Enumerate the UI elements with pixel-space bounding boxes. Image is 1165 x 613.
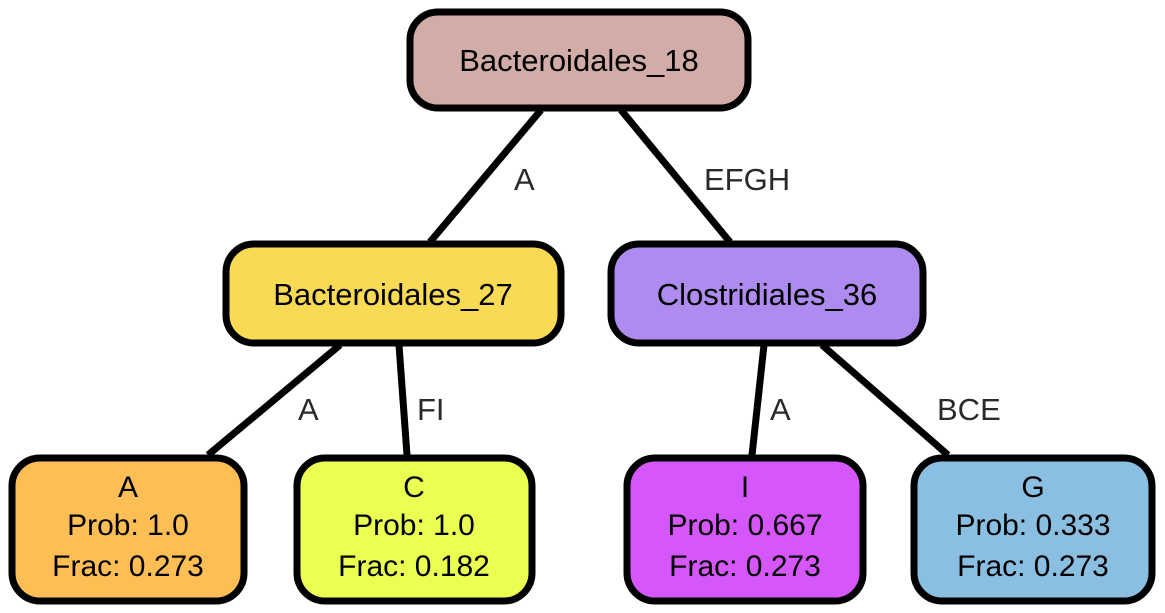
edge-label-bacteroidales-27-to-leaf-c: FI [417,392,445,427]
node-box [8,454,248,605]
edge-label-clostridiales-36-to-leaf-g: BCE [937,392,1001,427]
edges [205,107,951,458]
node-box [406,8,752,112]
leaf-frac: Frac: 0.273 [52,550,204,583]
leaf-frac: Frac: 0.273 [957,550,1109,583]
leaf-name: C [403,471,425,504]
leaf-prob: Prob: 0.333 [955,509,1110,542]
leaf-prob: Prob: 1.0 [67,509,189,542]
node-label: Clostridiales_36 [657,277,878,312]
edge-label-root-to-bacteroidales-27: A [514,162,535,197]
leaf-name: A [118,471,138,504]
leaf-frac: Frac: 0.273 [669,550,821,583]
node-bacteroidales-27[interactable]: Bacteroidales_27 [222,240,565,347]
leaf-prob: Prob: 0.667 [667,509,822,542]
edge-clostridiales-36-to-leaf-i [748,344,768,456]
edge-bacteroidales-27-to-leaf-c [395,344,411,456]
edge-root-to-bacteroidales-27 [427,107,544,245]
node-box [910,454,1156,605]
leaf-name: I [741,471,749,504]
edge-bacteroidales-27-to-leaf-a [205,342,343,458]
leaf-node-g[interactable]: G Prob: 0.333 Frac: 0.273 [910,454,1156,605]
leaf-name: G [1021,471,1044,504]
edge-labels: A EFGH A FI A BCE [298,162,1001,427]
edge-label-bacteroidales-27-to-leaf-a: A [298,392,319,427]
leaf-prob: Prob: 1.0 [353,509,475,542]
node-label: Bacteroidales_27 [273,277,513,312]
node-bacteroidales-18[interactable]: Bacteroidales_18 [406,8,752,112]
edge-root-to-clostridiales-36 [618,107,733,245]
edge-label-clostridiales-36-to-leaf-i: A [770,392,791,427]
node-box [222,240,565,347]
node-box [293,454,536,605]
leaf-node-c[interactable]: C Prob: 1.0 Frac: 0.182 [293,454,536,605]
leaf-node-a[interactable]: A Prob: 1.0 Frac: 0.273 [8,454,248,605]
edge-label-root-to-clostridiales-36: EFGH [704,162,790,197]
node-clostridiales-36[interactable]: Clostridiales_36 [607,240,927,347]
node-box [623,454,867,605]
node-label: Bacteroidales_18 [459,43,699,78]
edge-clostridiales-36-to-leaf-g [819,342,951,458]
leaf-frac: Frac: 0.182 [338,550,490,583]
node-box [607,240,927,347]
leaf-node-i[interactable]: I Prob: 0.667 Frac: 0.273 [623,454,867,605]
